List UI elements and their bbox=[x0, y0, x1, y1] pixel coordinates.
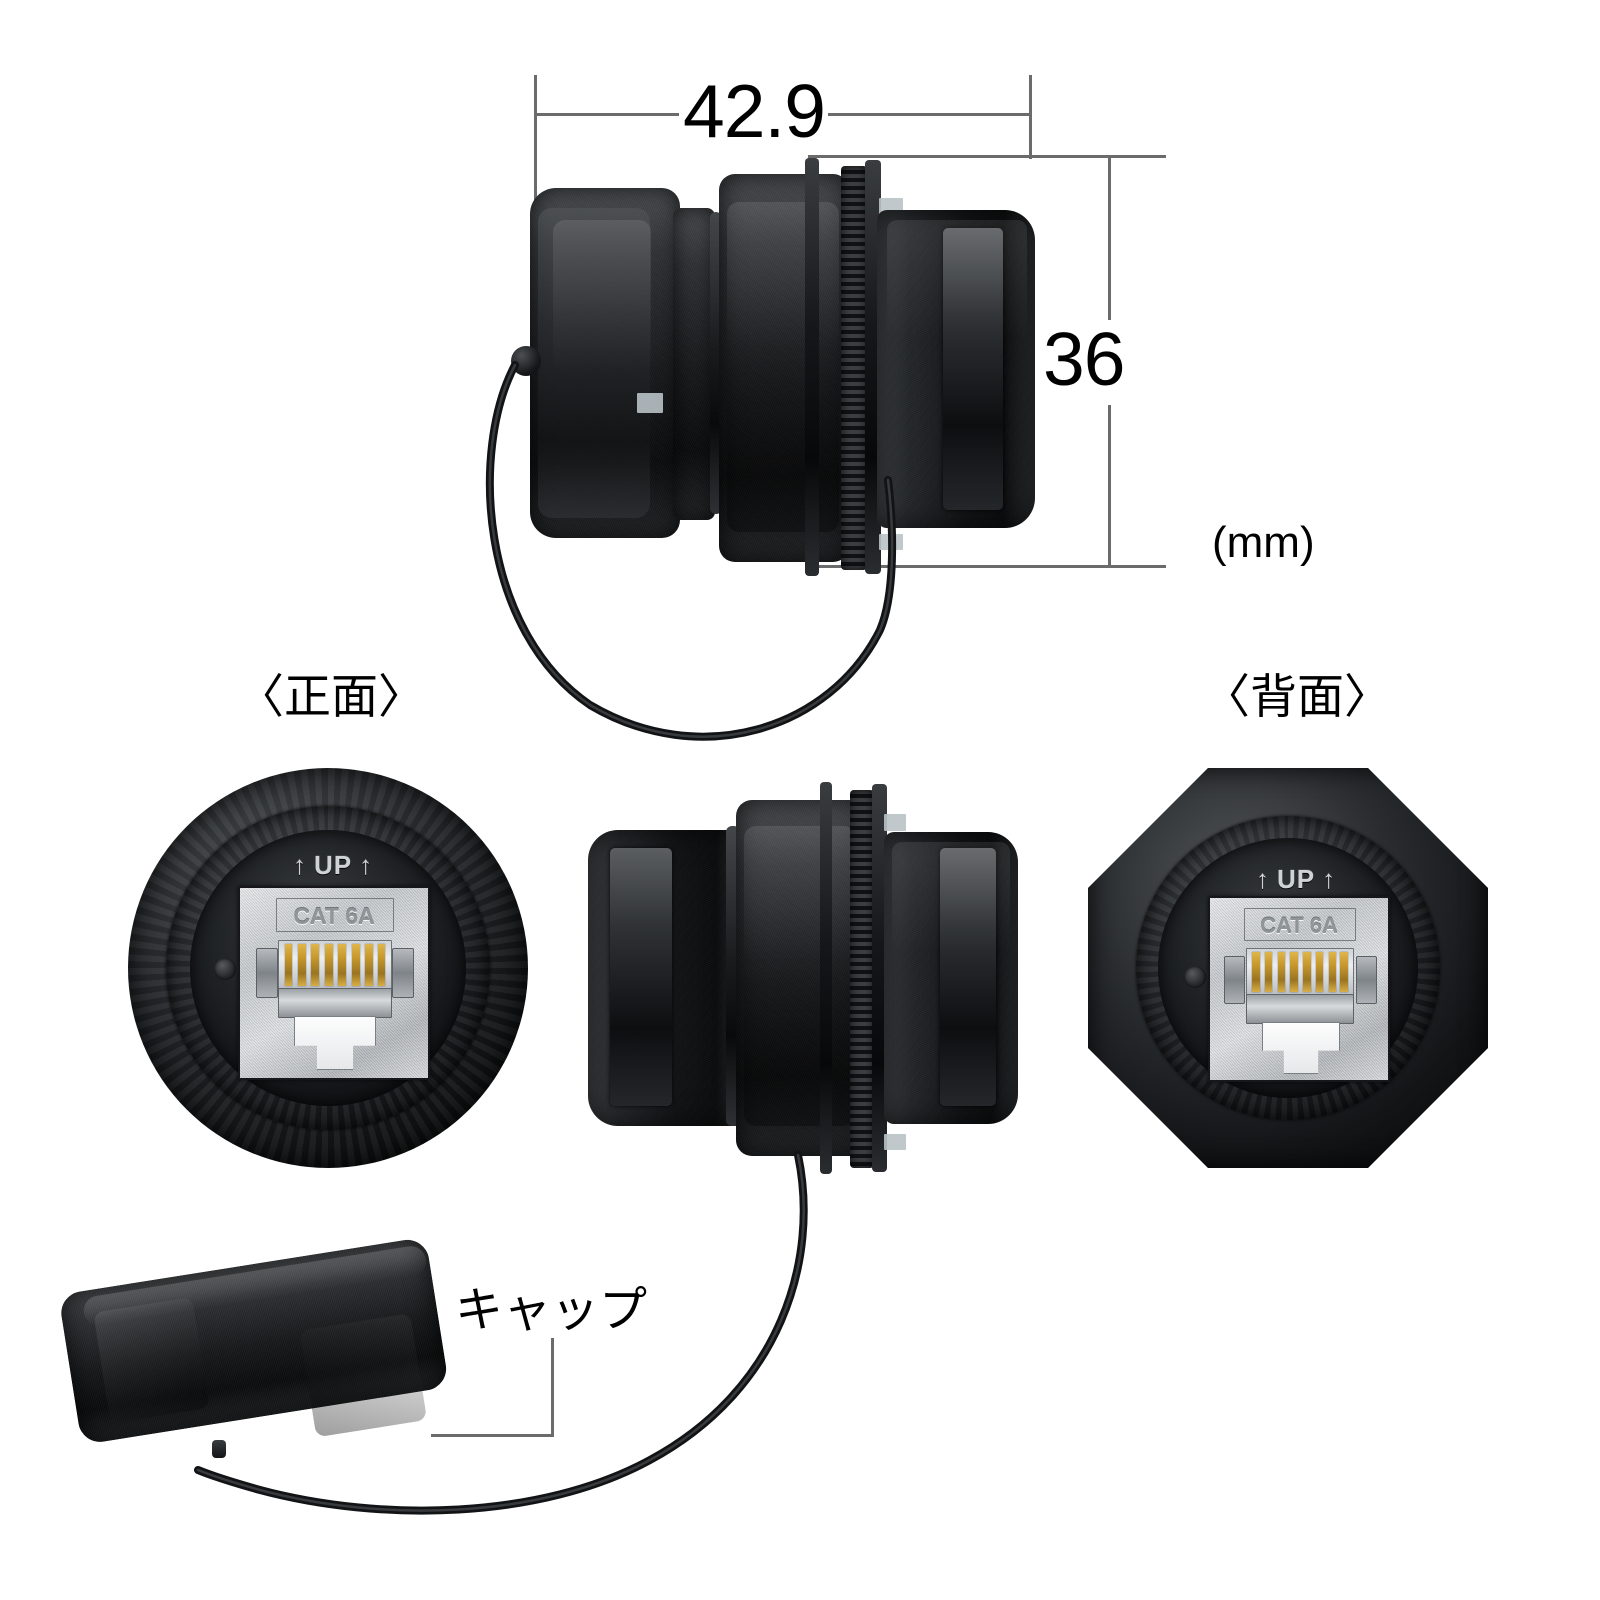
callout-leader-vertical bbox=[551, 1338, 554, 1436]
detached-cap-white-marker bbox=[274, 1345, 296, 1372]
dimension-line-height-lower bbox=[1108, 405, 1111, 565]
up-arrow-right-icon: ↑ bbox=[1322, 863, 1337, 894]
contact-pin bbox=[324, 944, 333, 986]
up-orientation-marking: ↑ UP ↑ bbox=[238, 850, 428, 880]
coupling-nut-facet bbox=[727, 202, 839, 532]
flange-white-marker-bottom bbox=[879, 534, 903, 550]
shield-clip-right bbox=[392, 948, 414, 998]
contact-pin bbox=[1265, 952, 1273, 992]
retaining-screw-rear bbox=[1184, 966, 1206, 988]
coupling-nut-facet-bottom bbox=[744, 826, 856, 1126]
callout-leader-horizontal bbox=[431, 1434, 554, 1437]
contact-pin bbox=[1252, 952, 1260, 992]
callout-label-cap: キャップ bbox=[455, 1282, 648, 1338]
contact-pin bbox=[311, 944, 320, 986]
cap-collar bbox=[673, 208, 715, 520]
coupling-nut-bottom bbox=[736, 800, 866, 1156]
cat-category-marking-rear: CAT 6A bbox=[1260, 913, 1338, 938]
contact-pin bbox=[1277, 952, 1286, 992]
unit-label: (mm) bbox=[1212, 518, 1315, 567]
bayonet-slot-rear-bottom bbox=[940, 848, 996, 1106]
rear-face-view: ↑ UP ↑ CAT 6A bbox=[1088, 768, 1488, 1168]
contact-pin bbox=[1340, 952, 1348, 992]
cat-marking-box bbox=[276, 898, 394, 932]
panel-flange bbox=[805, 158, 819, 576]
dimension-extension-line-bottom bbox=[808, 565, 1166, 568]
barrel-highlight-bottom bbox=[892, 842, 1010, 952]
up-text: UP bbox=[313, 849, 353, 880]
panel-flange-bottom bbox=[820, 782, 832, 1174]
cap-highlight bbox=[553, 220, 651, 500]
panel-gasket-bottom bbox=[872, 784, 887, 1172]
rj45-jack-front[interactable]: CAT 6A bbox=[238, 886, 430, 1080]
up-arrow-right-icon: ↑ bbox=[359, 849, 374, 880]
retaining-screw bbox=[214, 958, 236, 980]
dimension-extension-line-left bbox=[534, 75, 537, 271]
up-text: UP bbox=[1276, 863, 1316, 894]
dimension-extension-line-right bbox=[1029, 75, 1032, 159]
shield-clip-left-rear bbox=[1224, 956, 1245, 1004]
dimension-line-width-right bbox=[828, 113, 1031, 116]
contact-pin bbox=[1303, 952, 1311, 992]
latch-key-notch-rear bbox=[1262, 1022, 1340, 1074]
latch-key-notch bbox=[294, 1016, 376, 1070]
cat-marking-box-rear bbox=[1244, 908, 1356, 941]
rj45-jack-rear[interactable]: CAT 6A bbox=[1208, 896, 1390, 1082]
detached-cap-grommet-stem bbox=[212, 1440, 226, 1458]
detached-cap-facet-left bbox=[93, 1297, 210, 1424]
contact-pin bbox=[1328, 952, 1337, 992]
cap-white-marker bbox=[637, 393, 663, 413]
dimension-value-height: 36 bbox=[1043, 317, 1125, 401]
barrel-highlight bbox=[887, 220, 1027, 340]
detached-cap-facet-right bbox=[299, 1313, 428, 1438]
shield-clip-right-rear bbox=[1356, 956, 1377, 1004]
view-label-rear: 〈背面〉 bbox=[1203, 670, 1391, 725]
up-orientation-marking-rear: ↑ UP ↑ bbox=[1206, 864, 1386, 894]
dimension-line-height-upper bbox=[1108, 155, 1111, 320]
flange-white-marker-bottom-bottom bbox=[884, 1134, 906, 1150]
thread-band-bottom bbox=[850, 790, 874, 1168]
contact-pin bbox=[377, 944, 386, 986]
dimension-extension-line-top bbox=[808, 155, 1166, 158]
bayonet-slot-front bbox=[610, 848, 672, 1106]
flange-white-marker-top-bottom bbox=[884, 814, 906, 831]
contact-pin bbox=[298, 944, 306, 986]
contact-pin bbox=[284, 944, 293, 986]
detached-cap-view bbox=[58, 1236, 460, 1528]
latch-well bbox=[278, 988, 392, 1018]
shield-clip-left bbox=[256, 948, 278, 998]
up-arrow-left-icon: ↑ bbox=[292, 849, 307, 880]
contact-bay bbox=[278, 940, 392, 990]
contact-bay-rear bbox=[1246, 948, 1354, 996]
contact-pin bbox=[365, 944, 374, 986]
cat-category-marking: CAT 6A bbox=[293, 903, 375, 929]
up-arrow-left-icon: ↑ bbox=[1255, 863, 1270, 894]
contact-pin bbox=[1290, 952, 1298, 992]
side-view-uncapped bbox=[588, 778, 1018, 1178]
contact-pin bbox=[1315, 952, 1324, 992]
dimension-value-width: 42.9 bbox=[683, 69, 826, 153]
contact-pin bbox=[351, 944, 360, 986]
latch-well-rear bbox=[1246, 994, 1354, 1024]
view-label-front: 〈正面〉 bbox=[237, 670, 425, 725]
contact-pin bbox=[338, 944, 347, 986]
front-face-view: ↑ UP ↑ CAT 6A bbox=[128, 768, 528, 1168]
thread-band bbox=[841, 166, 867, 570]
bayonet-slot bbox=[943, 228, 1003, 510]
side-view-capped bbox=[505, 150, 1035, 580]
dimension-line-width-left bbox=[534, 113, 679, 116]
tether-grommet bbox=[511, 346, 541, 376]
